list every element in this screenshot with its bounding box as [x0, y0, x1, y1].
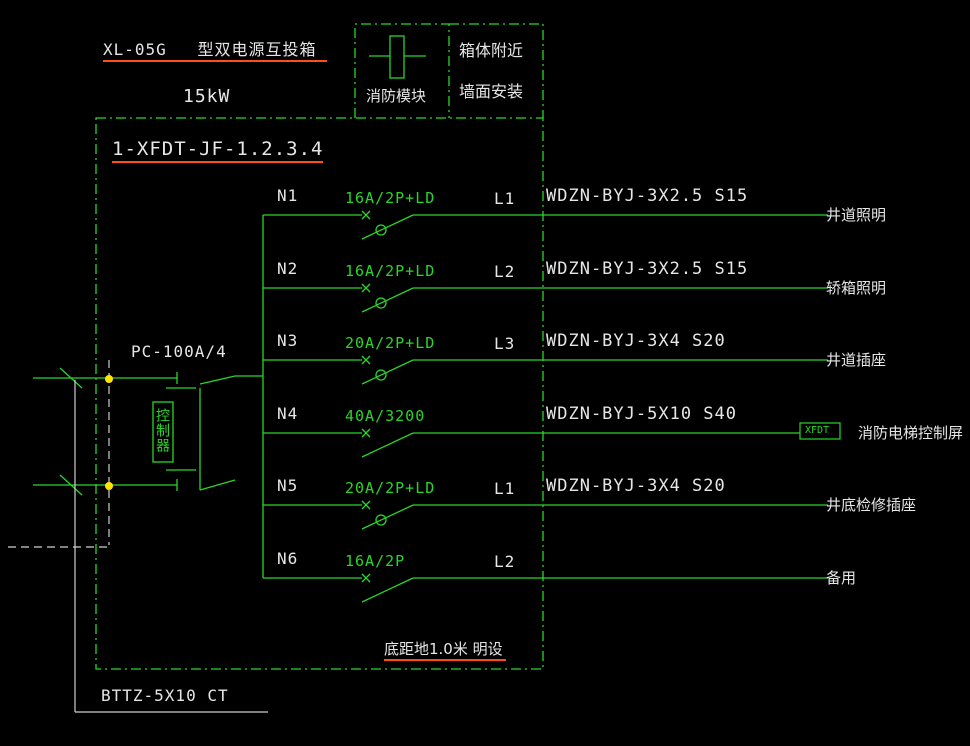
breaker-cross: [361, 500, 371, 510]
circuit-load-name: 井道照明: [826, 206, 887, 224]
circuit-load-name: 消防电梯控制屏: [858, 424, 964, 442]
circuit-phase: L3: [494, 334, 516, 353]
circuit-breaker-rating: 16A/2P+LD: [345, 262, 436, 280]
circuit-phase: L2: [494, 262, 516, 281]
breaker-cross: [361, 573, 371, 583]
install-note-line2: 墙面安装: [459, 82, 524, 101]
circuit-phase: L1: [494, 479, 516, 498]
mount-note: 底距地1.0米 明设: [384, 642, 506, 661]
breaker-blade: [361, 504, 414, 530]
circuit-cable: WDZN-BYJ-3X4 S20: [546, 476, 726, 496]
circuit-cable: WDZN-BYJ-5X10 S40: [546, 404, 737, 424]
fire-module-label: 消防模块: [366, 87, 427, 105]
incoming-cable-label: BTTZ-5X10 CT: [101, 686, 229, 705]
breaker-cross: [361, 355, 371, 365]
circuit-load-name: 轿箱照明: [826, 279, 887, 297]
circuit-id: N1: [277, 186, 299, 205]
circuit-id: N5: [277, 476, 299, 495]
circuit-breaker-rating: 16A/2P: [345, 552, 406, 570]
circuit-load-name: 备用: [826, 569, 857, 587]
model-code: XL-05G: [103, 40, 167, 59]
circuit-cable: WDZN-BYJ-3X2.5 S15: [546, 259, 749, 279]
circuit-id: N4: [277, 404, 299, 423]
header-model-row: XL-05G 型双电源互投箱: [103, 42, 327, 62]
circuit-load-name: 井底检修插座: [826, 496, 917, 514]
circuit-id: N6: [277, 549, 299, 568]
controller-box: [152, 401, 174, 463]
fire-module-box: [354, 23, 450, 118]
circuit-phase: L1: [494, 189, 516, 208]
rcd-symbol: [375, 224, 387, 236]
rated-power: 15kW: [183, 86, 231, 107]
breaker-blade: [361, 359, 414, 385]
breaker-cross: [361, 283, 371, 293]
circuit-id: N2: [277, 259, 299, 278]
install-note-box: [449, 23, 544, 118]
main-breaker-label: PC-100A/4: [131, 342, 227, 361]
circuit-breaker-rating: 40A/3200: [345, 407, 426, 425]
install-note-line1: 箱体附近: [459, 41, 524, 60]
xfdt-tag-box: [799, 422, 841, 440]
circuit-breaker-rating: 20A/2P+LD: [345, 334, 436, 352]
xfdt-tag: XFDT: [805, 425, 830, 436]
box-type: 型双电源互投箱: [197, 40, 317, 59]
breaker-blade: [361, 214, 414, 240]
circuit-load-name: 井道插座: [826, 351, 887, 369]
breaker-blade: [361, 287, 414, 313]
breaker-blade: [361, 432, 414, 458]
breaker-cross: [361, 210, 371, 220]
rcd-symbol: [375, 297, 387, 309]
transfer-switch-blade: [199, 375, 236, 385]
circuit-cable: WDZN-BYJ-3X2.5 S15: [546, 186, 749, 206]
relay-coil: [389, 35, 405, 79]
rcd-symbol: [375, 514, 387, 526]
breaker-blade: [361, 577, 414, 603]
junction-node: [105, 482, 113, 490]
circuit-phase: L2: [494, 552, 516, 571]
circuit-breaker-rating: 16A/2P+LD: [345, 189, 436, 207]
rcd-symbol: [375, 369, 387, 381]
enclosure-border: [95, 117, 544, 670]
breaker-cross: [361, 428, 371, 438]
circuit-breaker-rating: 20A/2P+LD: [345, 479, 436, 497]
controller-label: 控制器: [154, 408, 170, 453]
box-id: 1-XFDT-JF-1.2.3.4: [112, 140, 324, 163]
circuit-cable: WDZN-BYJ-3X4 S20: [546, 331, 726, 351]
junction-node: [105, 375, 113, 383]
circuit-id: N3: [277, 331, 299, 350]
